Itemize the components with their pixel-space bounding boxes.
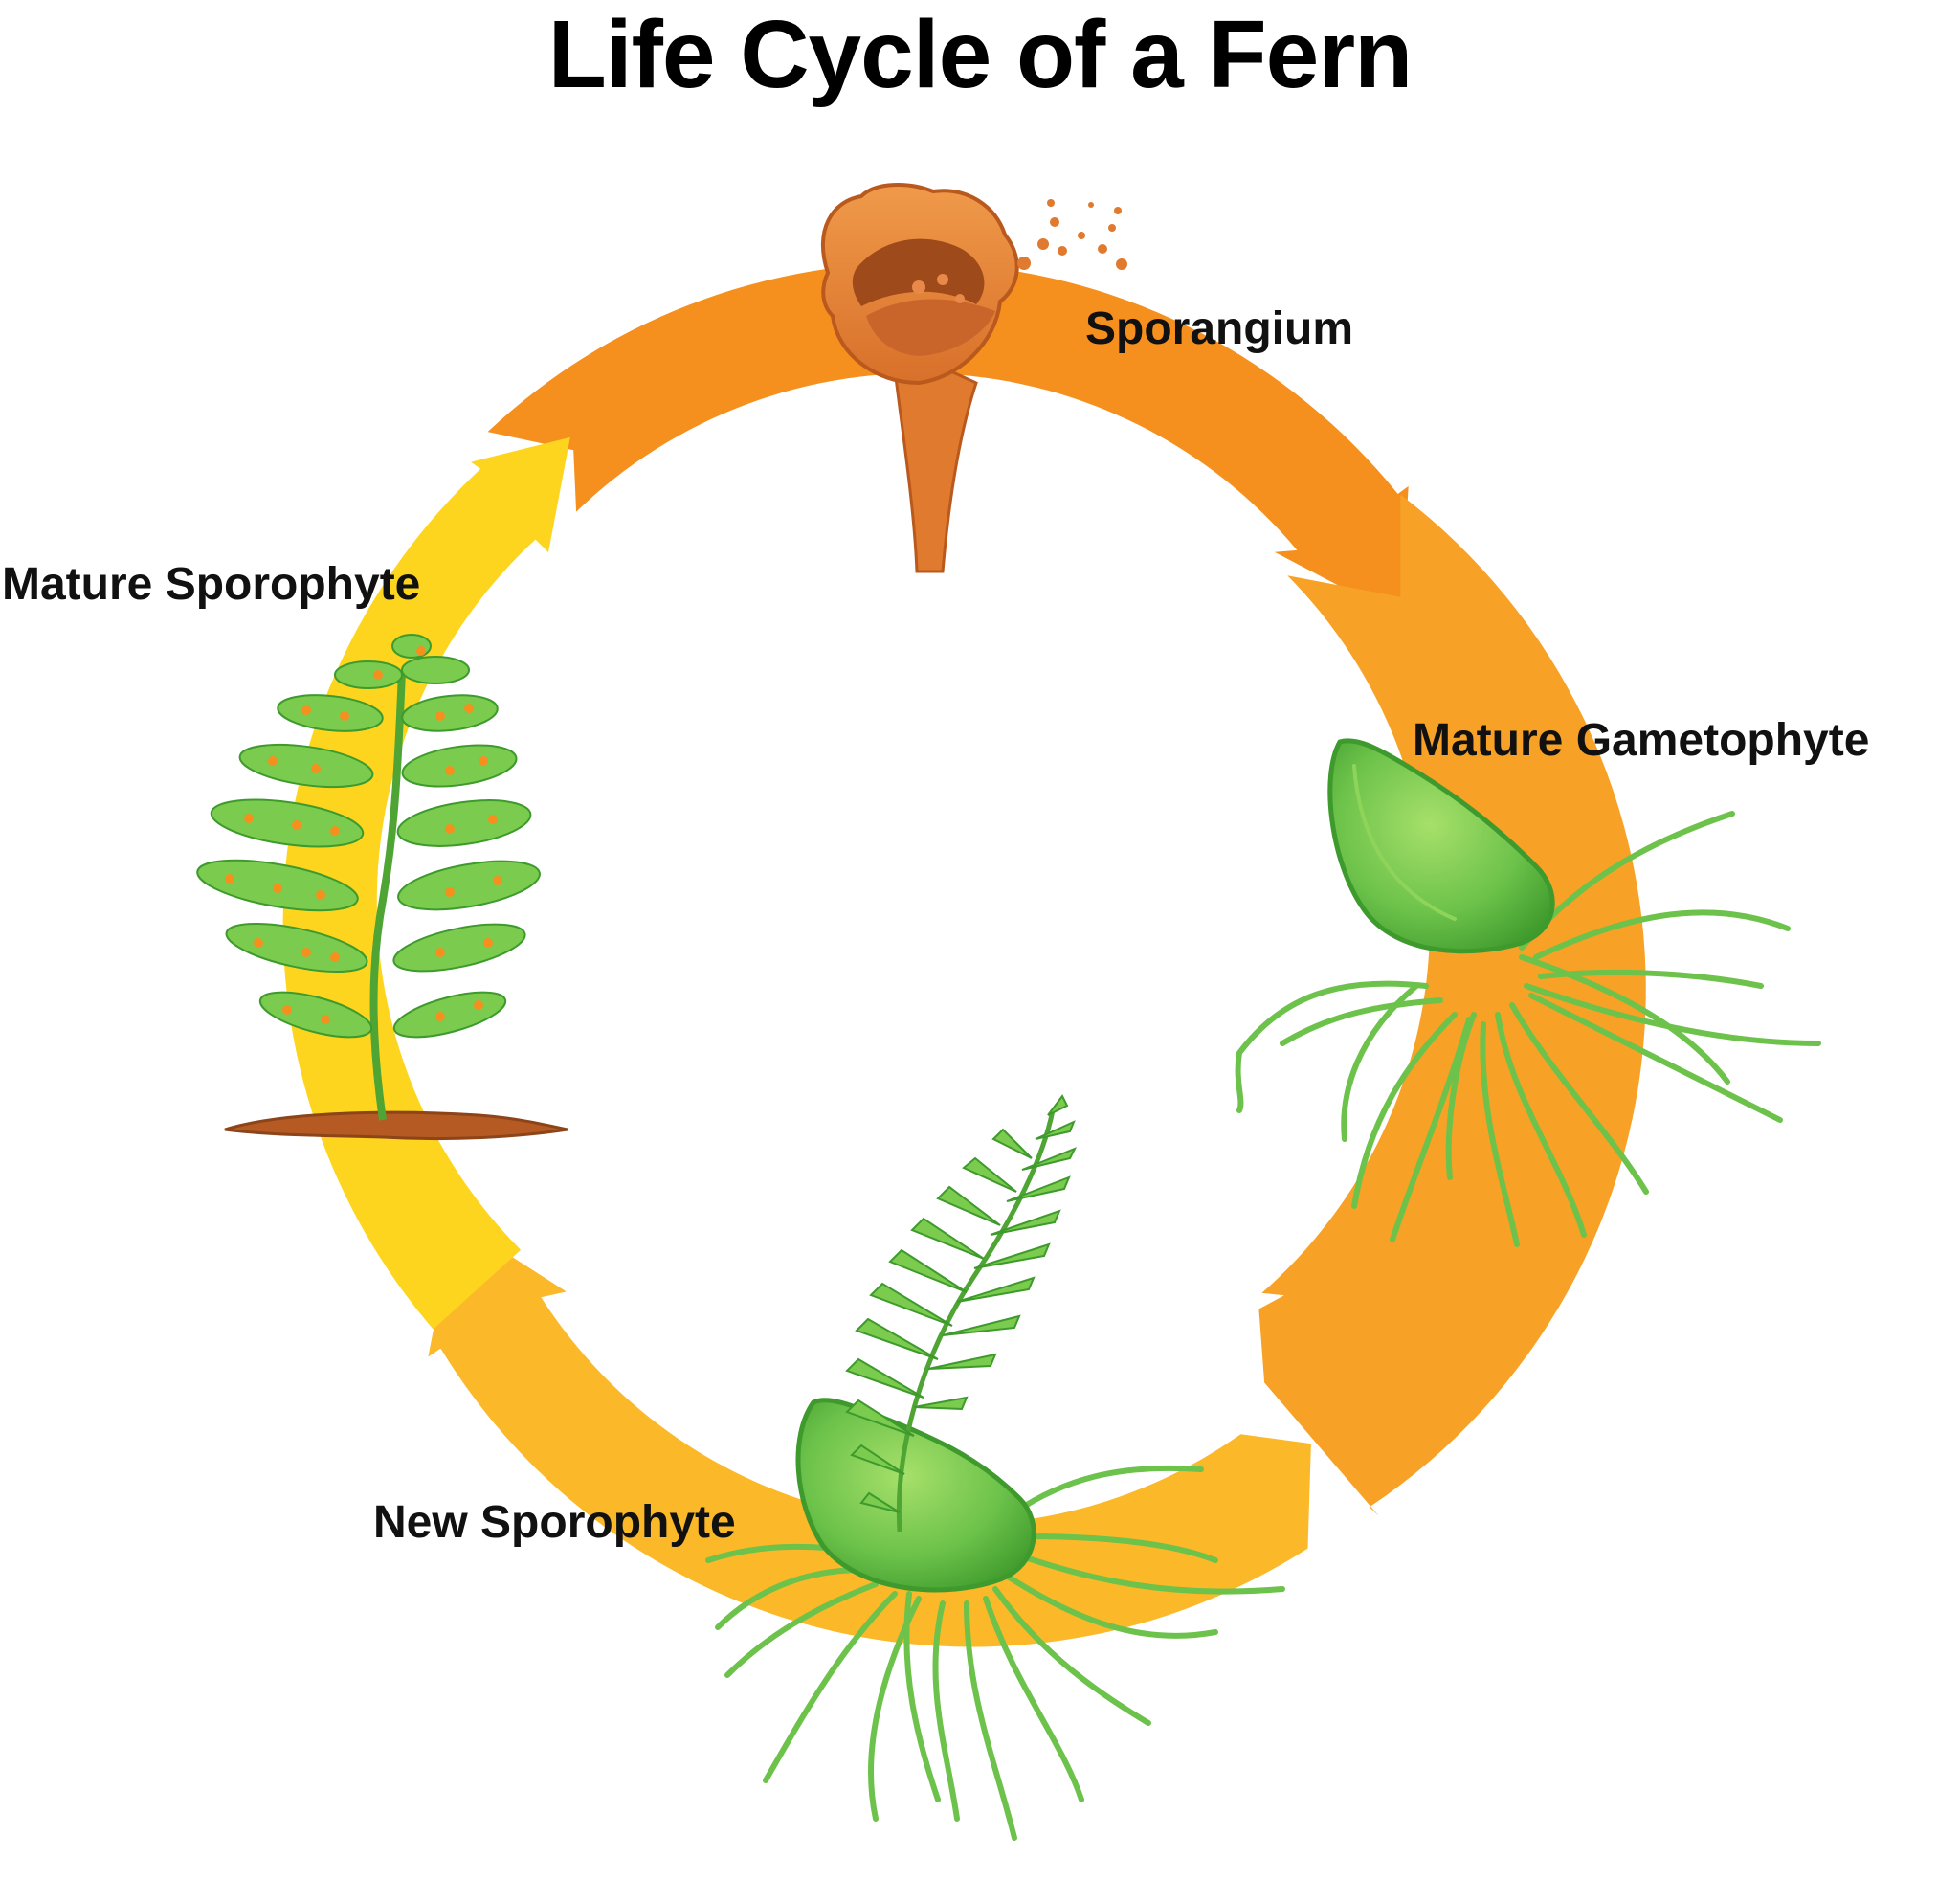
label-mature-gametophyte: Mature Gametophyte xyxy=(1413,715,1870,766)
sori-dots xyxy=(225,646,502,1024)
new-sporophyte-frond xyxy=(845,1094,1078,1513)
diagram-title: Life Cycle of a Fern xyxy=(547,1,1413,108)
arrow-gametophyte-to-new-sporophyte xyxy=(1258,494,1646,1516)
gametophyte-thallus xyxy=(1327,738,1555,954)
arrow-sporangium-to-gametophyte xyxy=(487,262,1409,618)
fern-leaflets xyxy=(196,634,541,1039)
soil-strip xyxy=(224,1110,568,1141)
mature-sporophyte-illustration xyxy=(196,634,568,1141)
label-new-sporophyte: New Sporophyte xyxy=(373,1497,736,1548)
new-sporophyte-illustration xyxy=(705,1094,1285,1841)
label-mature-sporophyte: Mature Sporophyte xyxy=(2,559,421,610)
label-sporangium: Sporangium xyxy=(1085,303,1354,354)
arrow-mature-sporophyte-to-sporangium xyxy=(282,436,570,1330)
mature-gametophyte-illustration xyxy=(1235,738,1821,1247)
sporangium-illustration xyxy=(821,183,1127,573)
